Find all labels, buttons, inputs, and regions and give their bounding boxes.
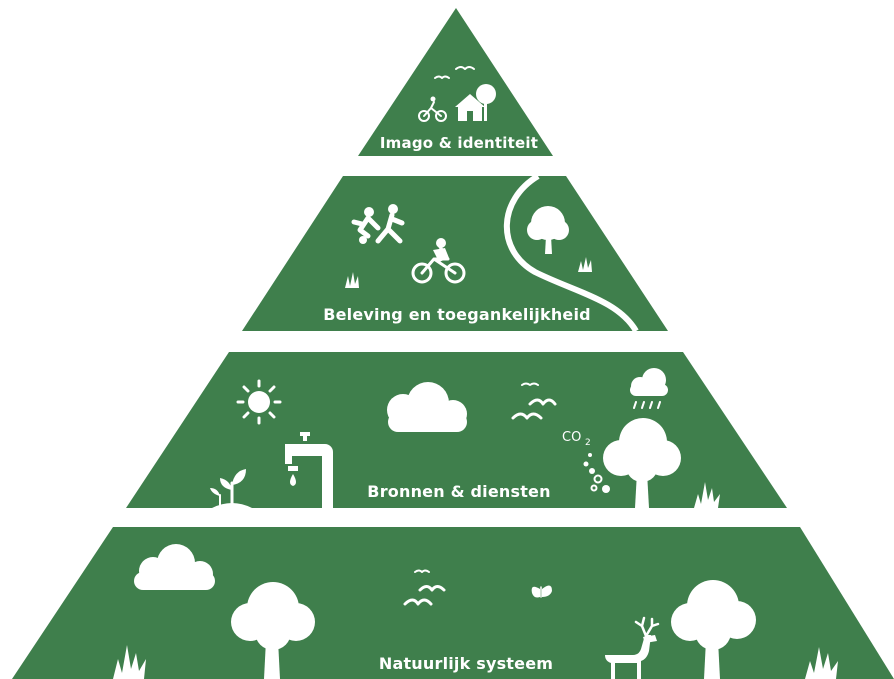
- cloud-icon: [387, 382, 467, 432]
- co2-subscript: 2: [585, 438, 591, 448]
- grass-icon: [805, 647, 838, 679]
- co2-label: CO: [562, 430, 581, 445]
- birds-icon: [511, 382, 557, 420]
- tree-icon: [231, 582, 315, 679]
- tree-icon: [603, 418, 681, 508]
- birds-icon: [434, 66, 475, 79]
- sprout-icon: [210, 469, 252, 508]
- level-2-label: Beleving en toegankelijkheid: [323, 305, 591, 324]
- co2-icon: CO 2: [562, 430, 610, 493]
- level-4-label: Natuurlijk systeem: [379, 654, 553, 673]
- level-1-shape: [358, 8, 553, 156]
- grass-icon: [345, 272, 359, 288]
- tree-icon: [476, 84, 496, 121]
- level-4-shape: [12, 527, 894, 679]
- pyramid-level-top: Imago & identiteit: [358, 8, 553, 156]
- cyclist-icon: [411, 238, 466, 284]
- tree-icon: [527, 206, 569, 254]
- cyclist-icon: [418, 96, 447, 122]
- tree-icon: [671, 580, 756, 679]
- level-1-label: Imago & identiteit: [380, 134, 538, 152]
- pyramid-level-third: CO 2 Bronnen & diensten: [126, 352, 787, 508]
- path-icon: [503, 173, 639, 333]
- pyramid-level-base: Natuurlijk systeem: [12, 527, 894, 679]
- rain-cloud-icon: [630, 368, 668, 409]
- level-3-label: Bronnen & diensten: [367, 482, 550, 501]
- water-tap-icon: [285, 432, 333, 508]
- birds-icon: [403, 569, 446, 606]
- football-players-icon: [351, 204, 405, 244]
- pyramid-level-second: Beleving en toegankelijkheid: [242, 173, 668, 333]
- cloud-icon: [134, 544, 215, 590]
- butterfly-icon: [531, 585, 552, 598]
- sun-icon: [236, 379, 282, 425]
- deer-icon: [605, 616, 660, 679]
- grass-icon: [113, 645, 146, 679]
- grass-icon: [578, 257, 592, 272]
- house-icon: [455, 94, 485, 121]
- grass-icon: [694, 482, 720, 508]
